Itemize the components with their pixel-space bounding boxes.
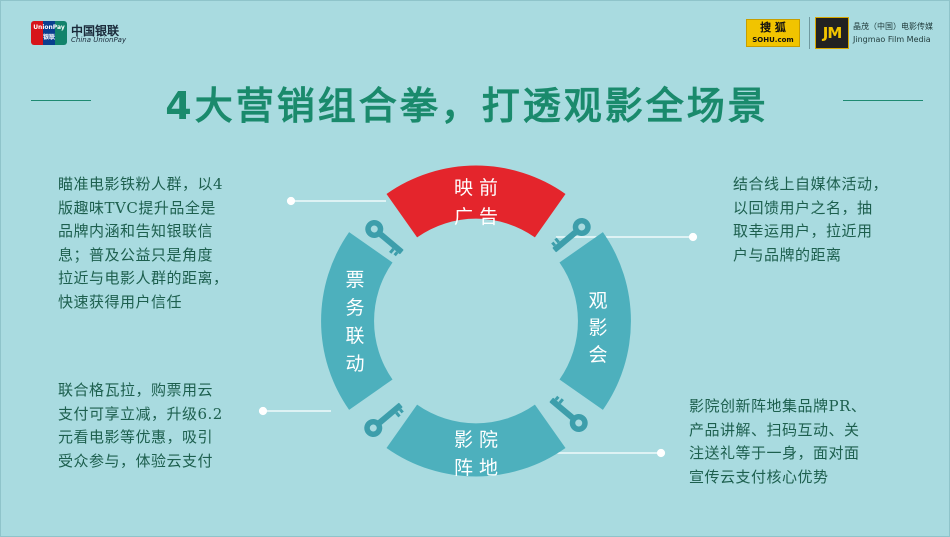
segment-top-line1: 映 前 [454, 177, 498, 199]
segment-left-char: 票 [345, 269, 364, 291]
key-icon-top-left [365, 220, 404, 257]
text-line: 结合线上自媒体活动， [733, 175, 889, 193]
segment-top-line2: 广 告 [454, 206, 498, 228]
unionpay-en-name: China UnionPay [71, 36, 127, 44]
text-line: 快速获得用户信任 [58, 292, 183, 311]
connector-dot [286, 196, 296, 206]
text-line: 瞄准电影铁粉人群，以4 [58, 175, 224, 193]
logo-divider [809, 17, 810, 49]
text-line: 以回馈用户之名，抽 [733, 198, 873, 217]
text-line: 户与品牌的距离 [733, 245, 842, 264]
slide-title: 4大营销组合拳，打透观影全场景 [165, 84, 769, 128]
text-line: 元看电影等优惠，吸引 [58, 428, 214, 446]
connector-dot [258, 406, 268, 416]
segment-left-char: 联 [345, 325, 364, 347]
text-line: 宣传云支付核心优势 [689, 467, 829, 486]
segment-right-char: 观 [588, 290, 607, 312]
connectors [258, 196, 698, 458]
text-line: 版趣味TVC提升品全是 [58, 198, 216, 217]
text-line: 息；普及公益只是角度 [58, 245, 214, 264]
text-block-bottom-left: 联合格瓦拉，购票用云 支付可享立减，升级6.2 元看电影等优惠，吸引 受众参与，… [58, 379, 273, 473]
text-line: 注送礼等于一身，面对面 [689, 444, 860, 462]
text-line: 拉近与电影人群的距离， [58, 269, 229, 287]
unionpay-logo: UnionPay 银联 中国银联 China UnionPay [31, 21, 135, 47]
connector-dot [688, 232, 698, 242]
key-icon-top-right [551, 218, 591, 253]
text-line: 影院创新阵地集品牌PR、 [689, 397, 867, 415]
text-line: 取幸运用户，拉近用 [733, 222, 873, 240]
text-line: 受众参与，体验云支付 [58, 451, 214, 470]
unionpay-cn-name: 中国银联 [71, 24, 120, 38]
sohu-logo: 搜 狐 SOHU.com [746, 19, 800, 47]
title-rule-left [31, 100, 91, 101]
jingmao-cn-name: 晶茂（中国）电影传媒 [853, 22, 933, 31]
text-line: 品牌内涵和告知银联信 [58, 222, 214, 240]
text-line: 联合格瓦拉，购票用云 [58, 381, 214, 399]
sohu-cn-name: 搜 狐 [760, 21, 786, 34]
key-icon-bottom-left [364, 402, 404, 437]
text-block-top-left: 瞄准电影铁粉人群，以4 版趣味TVC提升品全是 品牌内涵和告知银联信 息；普及公… [58, 173, 273, 314]
jingmao-logo-icon: JM [815, 17, 849, 49]
segment-bottom-line1: 影 院 [454, 429, 498, 451]
unionpay-badge-icon: UnionPay 银联 [31, 21, 67, 45]
segment-right-char: 会 [588, 344, 607, 366]
jingmao-en-name: Jingmao Film Media [853, 35, 931, 44]
text-line: 产品讲解、扫码互动、关 [689, 420, 860, 439]
key-icon-bottom-right [549, 395, 588, 432]
text-line: 支付可享立减，升级6.2 [58, 404, 223, 423]
title-rule-right [843, 100, 923, 101]
segment-right [559, 232, 631, 410]
text-block-top-right: 结合线上自媒体活动， 以回馈用户之名，抽 取幸运用户，拉近用 户与品牌的距离 [733, 173, 923, 267]
segment-left-char: 务 [345, 297, 364, 319]
segment-left [321, 232, 393, 410]
sohu-en-name: SOHU.com [752, 36, 794, 44]
text-block-bottom-right: 影院创新阵地集品牌PR、 产品讲解、扫码互动、关 注送礼等于一身，面对面 宣传云… [689, 395, 919, 489]
segment-left-char: 动 [345, 353, 364, 375]
connector-dot [656, 448, 666, 458]
segment-top [386, 165, 566, 238]
segment-bottom-line2: 阵 地 [454, 457, 498, 479]
segment-bottom [386, 404, 566, 477]
segment-right-char: 影 [588, 317, 607, 339]
